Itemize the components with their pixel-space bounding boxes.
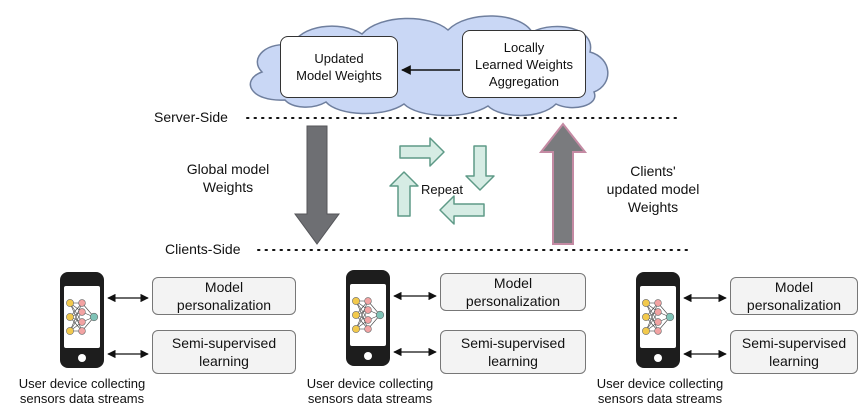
nn-output-node — [375, 310, 385, 320]
nn-hidden-node — [78, 299, 86, 307]
semi-supervised-box: Semi-supervised learning — [730, 330, 858, 374]
nn-hidden-node — [78, 318, 86, 326]
global-weights-label: Global model Weights — [186, 161, 270, 195]
nn-hidden-node — [654, 308, 662, 316]
server-side-label: Server-Side — [154, 109, 228, 125]
nn-edge — [645, 302, 659, 332]
repeat-cycle-icon — [389, 137, 495, 225]
nn-input-node — [642, 313, 650, 321]
weights-aggregation-box: Locally Learned Weights Aggregation — [462, 30, 586, 98]
nn-edge — [355, 300, 369, 330]
nn-hidden-node — [364, 306, 372, 314]
clients-side-label: Clients-Side — [165, 241, 241, 257]
model-personalization-box: Model personalization — [152, 277, 296, 315]
nn-input-node — [642, 327, 650, 335]
nn-hidden-node — [654, 327, 662, 335]
nn-input-node — [352, 311, 360, 319]
nn-input-node — [66, 313, 74, 321]
nn-hidden-node — [78, 327, 86, 335]
model-personalization-box: Model personalization — [730, 277, 858, 315]
nn-input-node — [66, 299, 74, 307]
nn-input-node — [642, 299, 650, 307]
nn-hidden-node — [364, 325, 372, 333]
semi-supervised-box: Semi-supervised learning — [152, 330, 296, 374]
nn-edge — [69, 302, 83, 332]
device-caption: User device collecting sensors data stre… — [596, 376, 724, 406]
semi-supervised-box: Semi-supervised learning — [440, 330, 586, 374]
phone-home-button — [364, 352, 372, 360]
nn-input-node — [352, 325, 360, 333]
client-weights-up-arrow — [538, 122, 588, 245]
nn-hidden-node — [654, 299, 662, 307]
device-caption: User device collecting sensors data stre… — [306, 376, 434, 406]
client-devices — [60, 270, 727, 368]
phone-home-button — [78, 354, 86, 362]
nn-output-node — [89, 312, 99, 322]
repeat-label: Repeat — [421, 182, 463, 197]
nn-input-node — [352, 297, 360, 305]
nn-input-node — [66, 327, 74, 335]
nn-hidden-node — [364, 297, 372, 305]
updated-model-weights-box: Updated Model Weights — [280, 36, 398, 98]
phone-home-button — [654, 354, 662, 362]
device-caption: User device collecting sensors data stre… — [18, 376, 146, 406]
model-personalization-box: Model personalization — [440, 273, 586, 311]
nn-hidden-node — [78, 308, 86, 316]
nn-hidden-node — [364, 316, 372, 324]
nn-output-node — [665, 312, 675, 322]
global-weights-down-arrow — [294, 125, 340, 245]
client-weights-label: Clients' updated model Weights — [606, 163, 700, 215]
nn-hidden-node — [654, 318, 662, 326]
